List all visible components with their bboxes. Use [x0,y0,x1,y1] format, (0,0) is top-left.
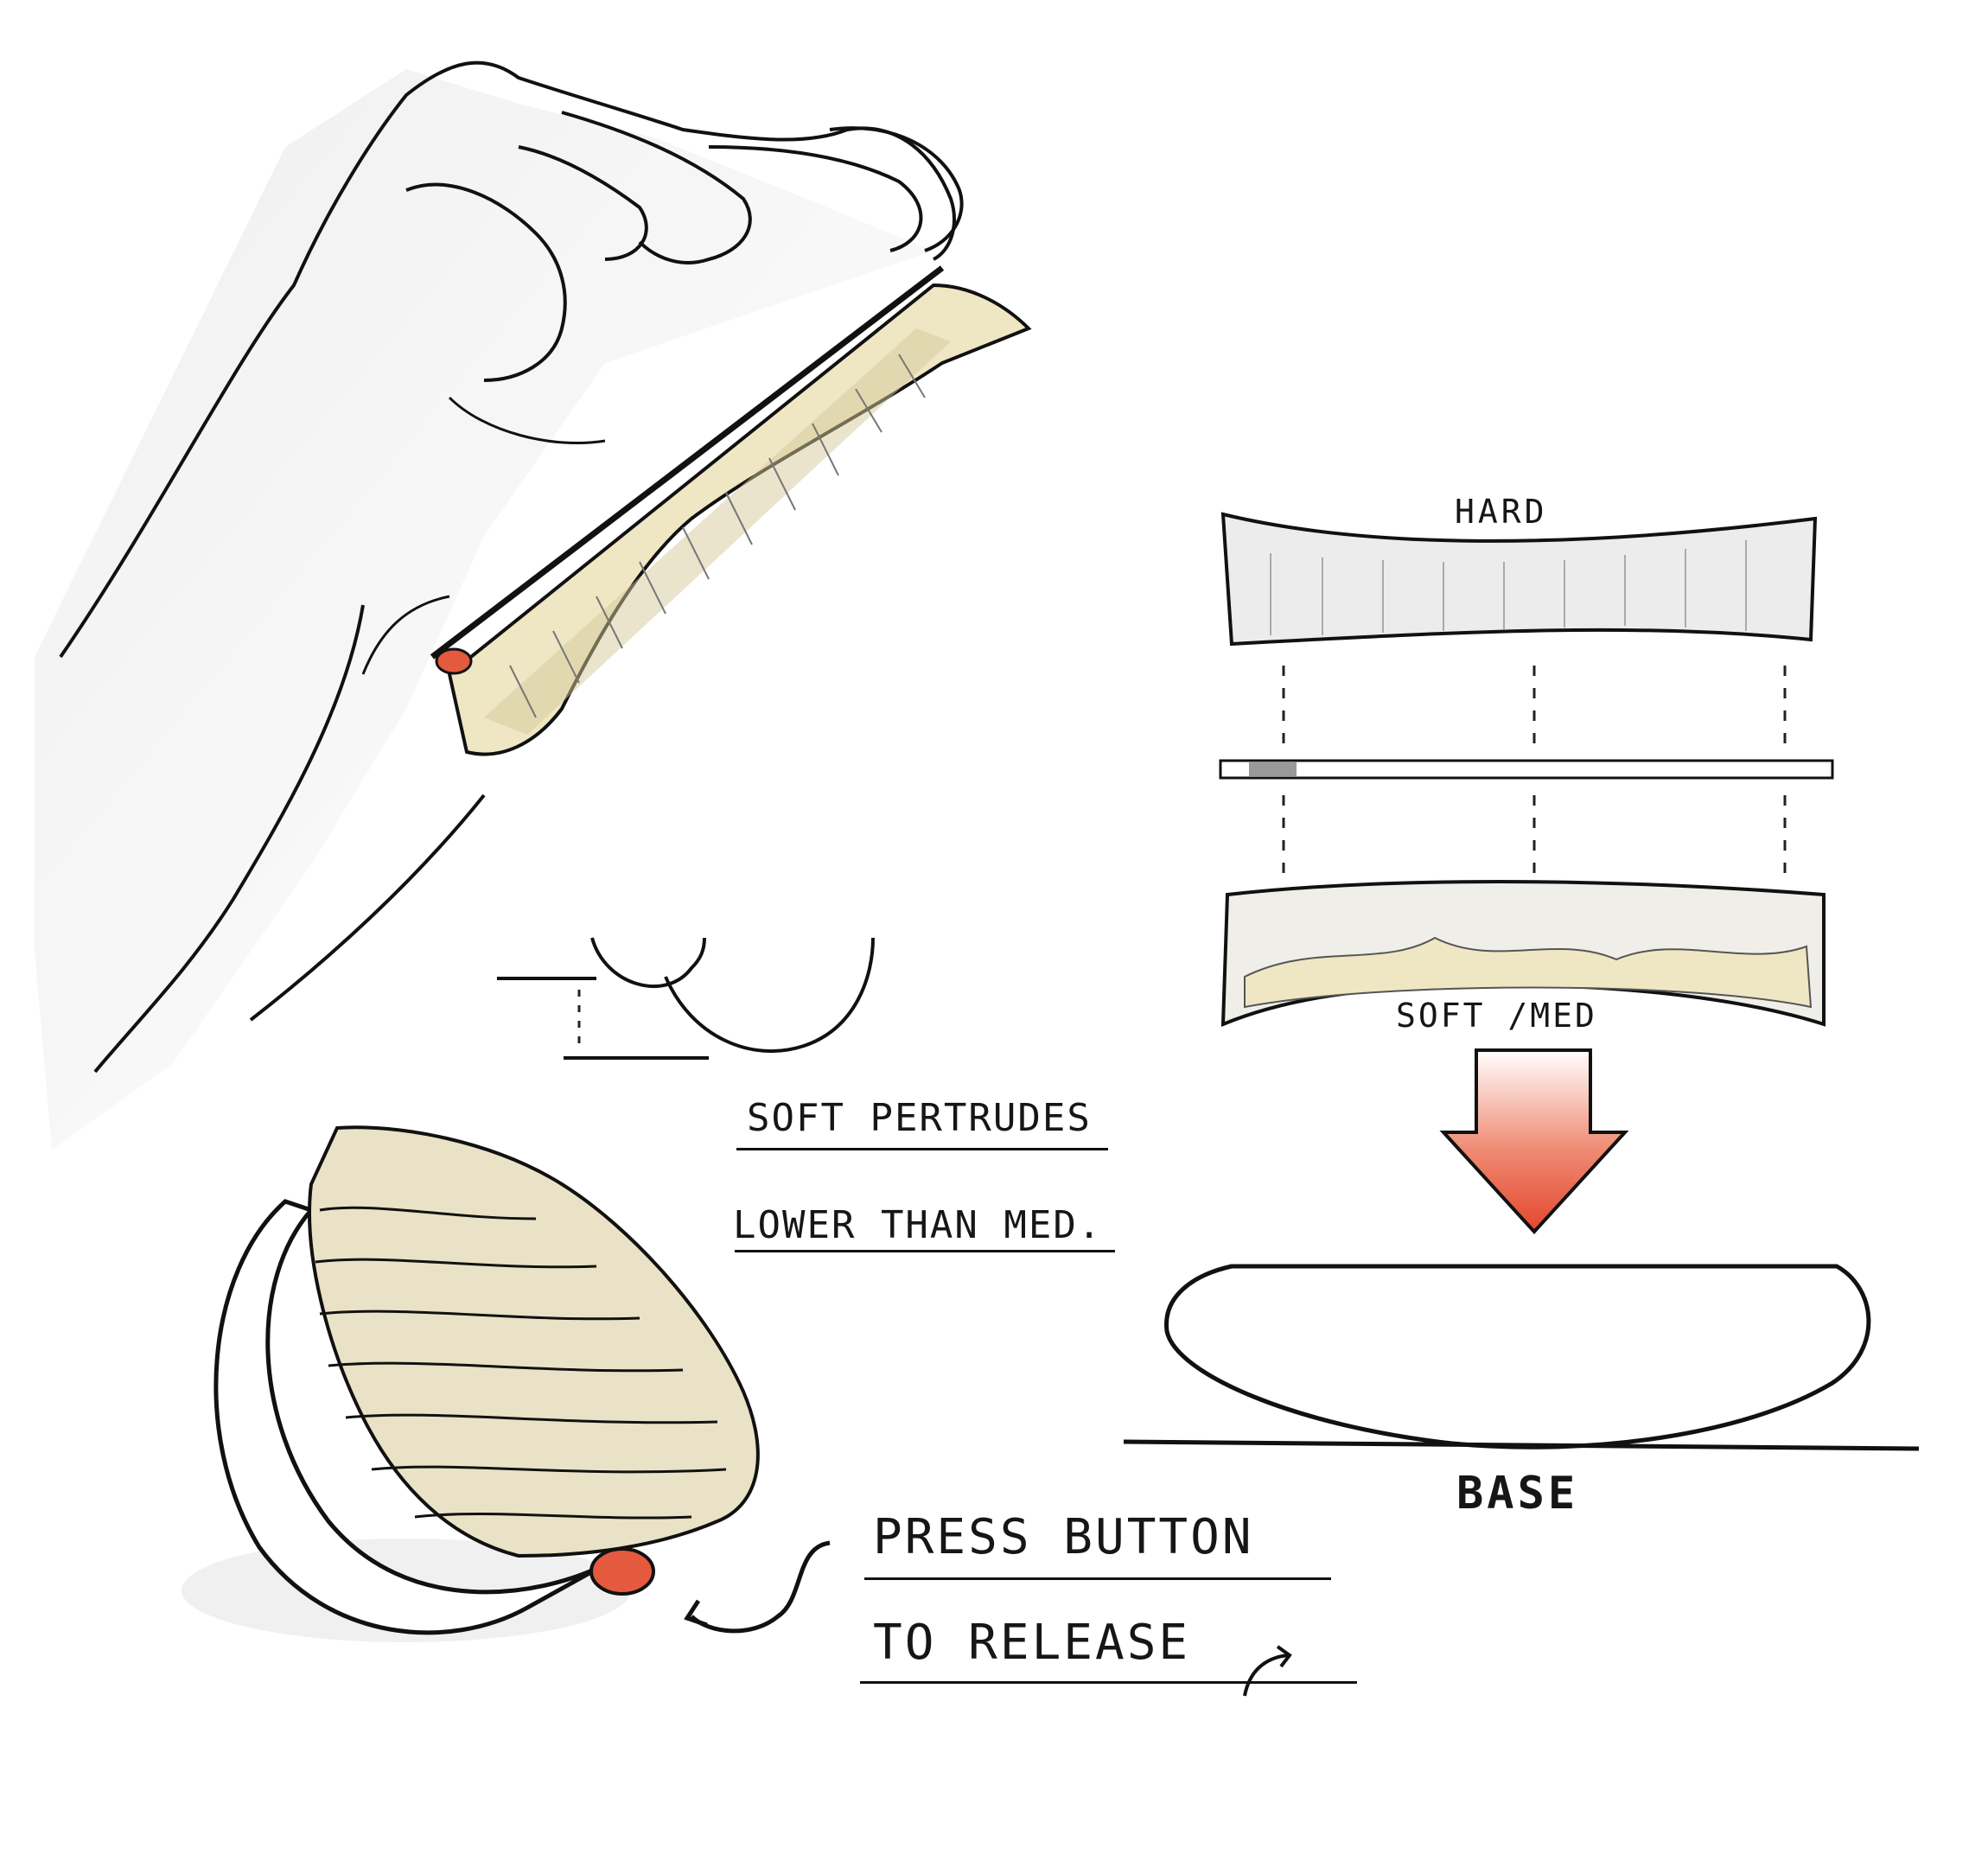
press-line-1-underline [864,1577,1331,1580]
dashed-connectors-top [1284,666,1785,752]
down-arrow [1443,1050,1625,1232]
round-brush-bristle-head [309,1127,758,1556]
held-brush-button [436,649,471,673]
profile-curve-inner [666,938,873,1051]
note-line-1: SOFT PERTRUDES [747,1096,1092,1140]
note-line-1-underline [736,1148,1108,1150]
label-hard: HARD [1455,493,1548,531]
hard-bristle-pad [1223,514,1815,644]
dashed-connectors-bottom [1284,795,1785,873]
middle-plate-button-slot [1249,762,1297,776]
press-callout-arrow [691,1543,830,1631]
release-button [591,1549,653,1594]
hand-holding-brush-illustration [35,63,1029,1150]
bristle-profile-detail [497,938,873,1058]
note-line-2: LOWER THAN MED. [733,1203,1102,1247]
label-base: BASE [1456,1468,1578,1520]
profile-curve-outer [592,938,704,986]
press-label-line-2: TO RELEASE [873,1615,1190,1671]
middle-plate [1220,761,1832,778]
press-label-line-1: PRESS BUTTON [873,1509,1254,1565]
label-soft-med: SOFT /MED [1396,997,1597,1035]
press-callout-arrowhead [687,1601,707,1625]
round-brush-illustration [182,1127,758,1642]
base-shape [1167,1266,1869,1447]
note-line-2-underline [735,1250,1115,1252]
release-turn-arrow-icon [1245,1647,1290,1696]
exploded-layers-diagram [1124,514,1919,1449]
press-line-2-underline [860,1681,1357,1684]
